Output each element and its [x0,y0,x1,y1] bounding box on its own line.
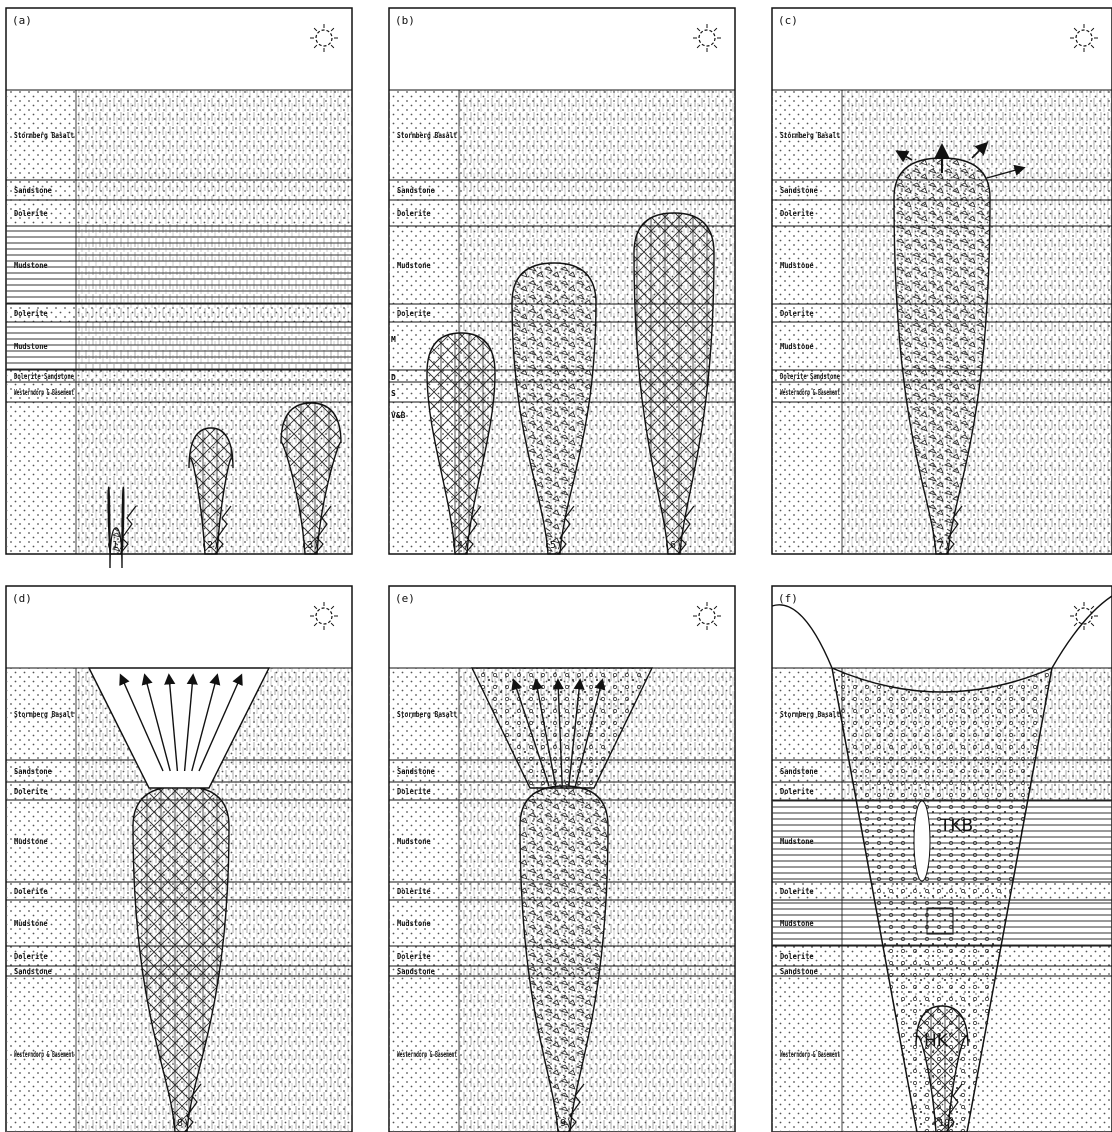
layer-label: Stormberg Basalt [397,710,457,719]
panel-c: (c)Stormberg BasaltSandstoneDoleriteMuds… [772,8,1112,554]
panel-letter: (a) [12,14,32,27]
layer-label: Stormberg Basalt [14,710,74,719]
layer-label: Dolerite [780,787,814,796]
layer-label: Dolerite [780,887,814,896]
layer-label: Westerndorp & Basement [14,1050,74,1059]
layer-label: Dolerite [780,952,814,961]
layer-label: Mudstone [780,342,814,351]
layer-label: Mudstone [14,919,48,928]
stratum-overprint [76,226,352,304]
layer-label: Sandstone [14,186,52,195]
layer-label: Dolerite [397,209,431,218]
layer-label: Westerndorp & Basement [397,1050,457,1059]
pipe-number: (2) [201,540,219,551]
panel-d: (d)Stormberg BasaltSandstoneDoleriteMuds… [6,586,352,1132]
stratum-overprint [459,180,735,200]
layer-label: Sandstone [397,186,435,195]
stratum-overprint [459,976,735,1132]
panel-a: (a)Stormberg BasaltSandstoneDoleriteMuds… [6,8,352,568]
layer-label: Mudstone [14,342,48,351]
pipe-number: (5) [544,540,562,551]
stratum-overprint [76,180,352,200]
panel-letter: (c) [778,14,798,27]
stratum-overprint [76,370,352,382]
layer-label: Dolerite [14,309,48,318]
stratum-overprint [76,304,352,322]
layer-label: Dolerite [780,309,814,318]
pipe-number: (3) [301,540,319,551]
layer-label: Mudstone [397,919,431,928]
stratum-overprint [842,402,1112,554]
layer-label: Dolerite [397,309,431,318]
panel-b: (b)Stormberg BasaltSandstoneDoleriteMuds… [389,8,735,554]
layer-label: Mudstone [780,837,814,846]
layer-label: Sandstone [397,767,435,776]
panel-letter: (b) [395,14,415,27]
panel-letter: (d) [12,592,32,605]
layer-label: Mudstone [780,919,814,928]
side-letter: S [391,389,396,398]
layer-label: Dolerite [14,209,48,218]
side-letter: V&B [391,411,406,420]
layer-label: Sandstone [14,967,52,976]
stratum-overprint [459,90,735,180]
pipe-number: (7) [932,540,950,551]
layer-label: Dolerite [397,887,431,896]
layer-label: Sandstone [780,967,818,976]
layer-label: Dolerite [780,209,814,218]
pipe-number: (10) [932,1118,956,1129]
layer-label: Westerndorp & Basement [780,1050,840,1059]
layer-label: Sandstone [780,767,818,776]
annotation-tkb: TKB [939,816,973,836]
side-letter: M [391,335,396,344]
layer-label: Sandstone [397,967,435,976]
panel-e: (e)Stormberg BasaltSandstoneDoleriteMuds… [389,586,735,1132]
layer-label: Sandstone [14,767,52,776]
layer-label: Dolerite [397,787,431,796]
stratum-overprint [76,382,352,402]
layer-label: Westerndorp & Basement [780,388,840,397]
layer-label: Stormberg Basalt [14,131,74,140]
panel-letter: (f) [778,592,798,605]
floating-reef [914,801,930,881]
layer-label: Stormberg Basalt [780,131,840,140]
pipe-number: (9) [554,1118,572,1129]
layer-label: Mudstone [14,837,48,846]
layer-label: Mudstone [397,837,431,846]
side-letter: D [391,373,396,382]
layer-label: Dolerite Sandstone [780,372,840,381]
layer-label: Stormberg Basalt [397,131,457,140]
panel-letter: (e) [395,592,415,605]
layer-label: Stormberg Basalt [780,710,840,719]
mudstone-block [927,908,953,934]
layer-label: Dolerite [14,952,48,961]
pipe-number: (6) [664,540,682,551]
layer-label: Dolerite [14,787,48,796]
annotation-hk: HK [924,1031,949,1051]
stratum-overprint [76,90,352,180]
pipe-number: (8) [171,1118,189,1129]
layer-label: Mudstone [780,261,814,270]
layer-label: Mudstone [397,261,431,270]
stratum-overprint [76,322,352,370]
layer-label: Sandstone [780,186,818,195]
stratum-overprint [76,200,352,226]
layer-label: Dolerite Sandstone [14,372,74,381]
layer-label: Mudstone [14,261,48,270]
layer-label: Dolerite [14,887,48,896]
pipe-number: (1) [106,540,124,551]
pipe-number: (4) [451,540,469,551]
layer-label: Dolerite [397,952,431,961]
layer-label: Westerndorp & Basement [14,388,74,397]
panel-f: (f)Stormberg BasaltSandstoneDoleriteMuds… [772,586,1112,1132]
